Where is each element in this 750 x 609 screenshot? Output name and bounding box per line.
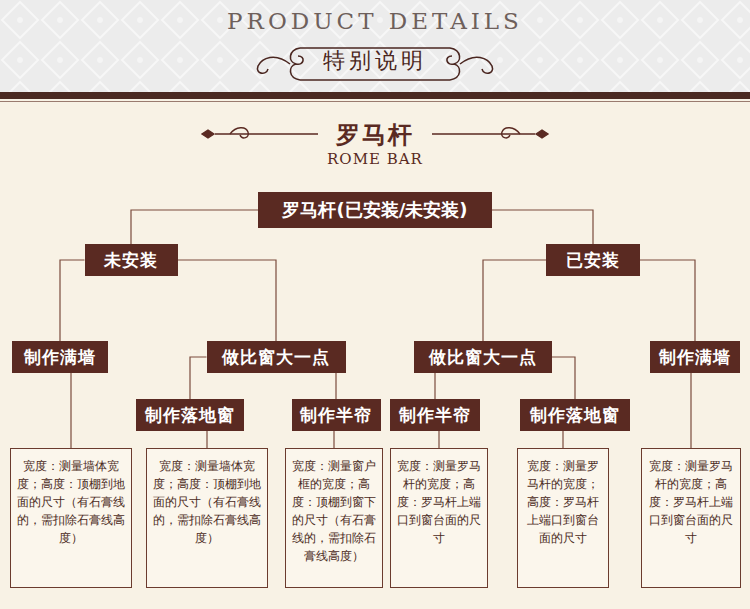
connector-line: [690, 373, 691, 448]
node-text: 罗马杆(已安装/未安装): [282, 198, 467, 222]
connector-line: [190, 357, 207, 399]
node-text: 宽度：测量罗马杆的宽度；高度：罗马杆上端口到窗台面的尺寸: [524, 457, 602, 547]
connector-line: [333, 431, 334, 448]
node-text: 制作落地窗: [530, 404, 620, 427]
connector-line: [434, 373, 435, 399]
connector-line: [206, 431, 207, 448]
node-text: 制作落地窗: [145, 404, 235, 427]
section-title: 罗马杆: [0, 119, 750, 151]
category-box: 已安装: [546, 244, 640, 276]
connector-line: [492, 210, 593, 244]
connector-line: [60, 260, 85, 341]
category-box: 做比窗大一点: [207, 341, 346, 373]
node-text: 宽度：测量墙体宽度；高度：顶棚到地面的尺寸（有石膏线的，需扣除石膏线高度）: [153, 457, 261, 547]
node-text: 制作半帘: [399, 404, 471, 427]
note-box: 宽度：测量窗户框的宽度；高度：顶棚到窗下的尺寸（有石膏线的，需扣除石膏线高度）: [285, 448, 383, 588]
note-box: 宽度：测量墙体宽度；高度：顶棚到地面的尺寸（有石膏线的，需扣除石膏线高度）: [146, 448, 268, 588]
header-band: [0, 0, 750, 92]
connector-line: [562, 431, 563, 448]
subtitle: 特别说明: [0, 46, 750, 76]
connector-line: [438, 431, 439, 448]
node-text: 宽度：测量罗马杆的宽度；高度：罗马杆上端口到窗台面的尺寸: [648, 457, 734, 547]
note-box: 宽度：测量罗马杆的宽度；高度：罗马杆上端口到窗台面的尺寸: [517, 448, 609, 588]
category-box: 未安装: [85, 244, 178, 276]
connector-line: [178, 260, 277, 341]
category-box: 制作半帘: [390, 399, 480, 431]
root-box: 罗马杆(已安装/未安装): [258, 192, 492, 228]
category-box: 制作满墙: [12, 341, 108, 373]
section-subtitle: ROME BAR: [0, 150, 750, 168]
connector-line: [131, 210, 258, 244]
connector-line: [335, 373, 336, 399]
header-bar: [0, 92, 750, 99]
page-title: PRODUCT DETAILS: [0, 8, 750, 34]
node-text: 制作满墙: [24, 346, 96, 369]
connector-line: [483, 260, 546, 341]
node-text: 宽度：测量罗马杆的宽度；高度：罗马杆上端口到窗台面的尺寸: [397, 457, 481, 547]
node-text: 宽度：测量窗户框的宽度；高度：顶棚到窗下的尺寸（有石膏线的，需扣除石膏线高度）: [292, 457, 376, 565]
node-text: 做比窗大一点: [429, 346, 537, 369]
category-box: 制作落地窗: [520, 399, 630, 431]
node-text: 做比窗大一点: [222, 346, 330, 369]
category-box: 制作落地窗: [136, 399, 244, 431]
node-text: 制作满墙: [659, 346, 731, 369]
header-rule: [0, 101, 750, 102]
connector-line: [70, 373, 71, 448]
connector-line: [552, 357, 575, 399]
category-box: 做比窗大一点: [414, 341, 552, 373]
connector-line: [640, 260, 695, 341]
note-box: 宽度：测量墙体宽度；高度：顶棚到地面的尺寸（有石膏线的，需扣除石膏线高度）: [10, 448, 132, 588]
category-box: 制作满墙: [650, 341, 740, 373]
node-text: 制作半帘: [300, 404, 372, 427]
node-text: 未安装: [104, 249, 158, 272]
note-box: 宽度：测量罗马杆的宽度；高度：罗马杆上端口到窗台面的尺寸: [641, 448, 741, 588]
note-box: 宽度：测量罗马杆的宽度；高度：罗马杆上端口到窗台面的尺寸: [390, 448, 488, 588]
node-text: 宽度：测量墙体宽度；高度：顶棚到地面的尺寸（有石膏线的，需扣除石膏线高度）: [17, 457, 125, 547]
category-box: 制作半帘: [292, 399, 381, 431]
node-text: 已安装: [566, 249, 620, 272]
